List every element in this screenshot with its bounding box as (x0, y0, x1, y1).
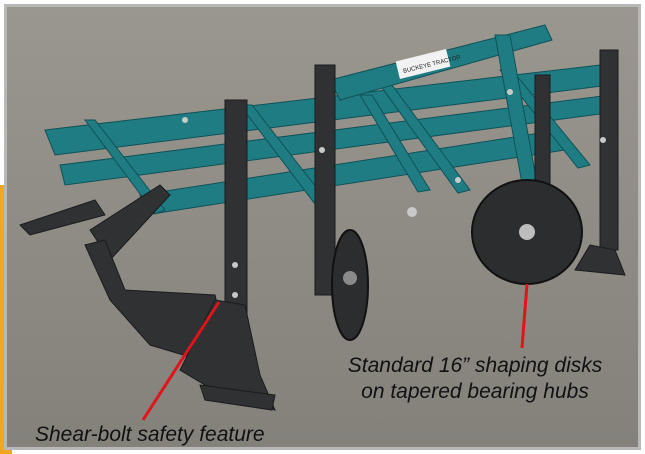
caption-disks-line2: on tapered bearing hubs (361, 380, 589, 403)
pointer-line-disks (520, 283, 529, 349)
center-disk-hub (343, 271, 357, 285)
caption-shaping-disks: Standard 16” shaping disks on tapered be… (315, 353, 635, 405)
caption-shear-bolt: Shear-bolt safety feature (35, 423, 265, 446)
bolts (182, 89, 606, 298)
steel-shanks (19, 49, 626, 411)
pointer-line-shear (141, 301, 221, 421)
caption-disks-line1: Standard 16” shaping disks (347, 354, 603, 377)
brand-decal (395, 48, 451, 80)
right-disk-hub (519, 224, 535, 240)
